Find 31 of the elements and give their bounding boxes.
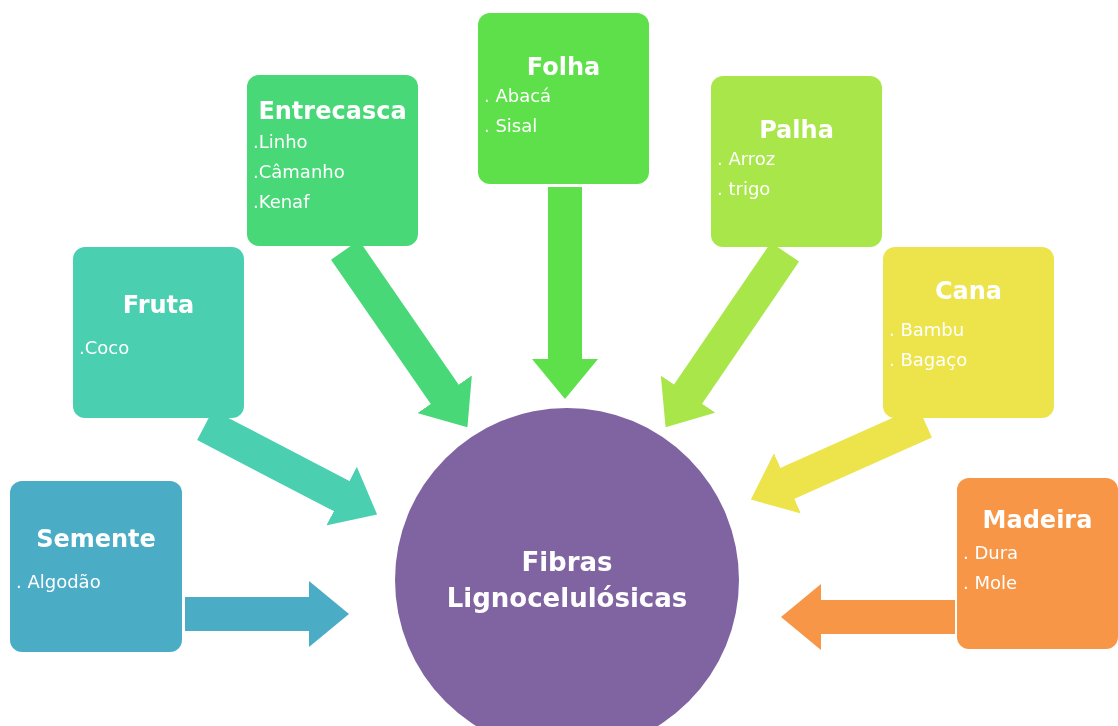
category-box <box>478 13 649 184</box>
category-box <box>883 247 1054 418</box>
list-item: . Abacá <box>484 84 553 108</box>
list-item: . Algodão <box>16 570 102 594</box>
block-arrow <box>532 187 598 399</box>
list-item: .Coco <box>79 336 131 360</box>
list-item: . Dura <box>963 541 1020 565</box>
category-title: Entrecasca <box>257 97 408 125</box>
category-title: Fruta <box>121 291 196 319</box>
category-box <box>957 478 1118 649</box>
category-title: Fibras Lignocelulósicas <box>445 546 689 615</box>
category-box <box>711 76 882 247</box>
block-arrow <box>781 584 955 650</box>
list-item: . Sisal <box>484 114 539 138</box>
category-box <box>247 75 418 246</box>
category-title: Semente <box>35 525 157 553</box>
list-item: .Linho <box>253 130 309 154</box>
list-item: . trigo <box>717 177 772 201</box>
category-box <box>73 247 244 418</box>
list-item: .Kenaf <box>253 190 311 214</box>
category-title: Palha <box>758 116 835 144</box>
category-box <box>10 481 182 652</box>
list-item: . Mole <box>963 571 1019 595</box>
list-item: . Bambu <box>889 318 966 342</box>
category-title: Folha <box>525 53 602 81</box>
category-title: Madeira <box>981 506 1094 534</box>
block-arrow <box>185 581 349 647</box>
list-item: . Bagaço <box>889 348 969 372</box>
list-item: .Câmanho <box>253 160 346 184</box>
list-item: . Arroz <box>717 147 777 171</box>
category-title: Cana <box>933 277 1004 305</box>
